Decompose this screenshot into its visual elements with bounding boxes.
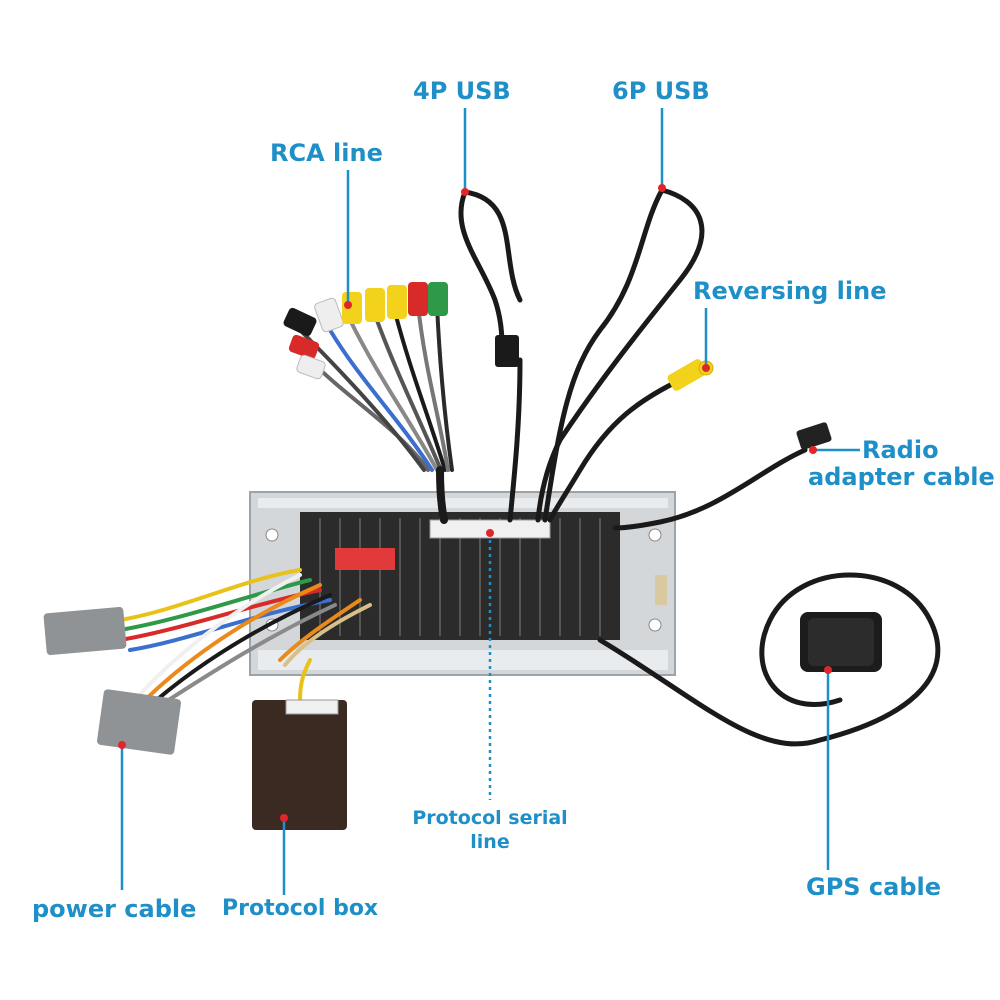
usb-4p-plug [495,335,519,367]
label-4p-usb: 4P USB [413,77,511,105]
rca-bundle [283,282,454,524]
label-reversing-line: Reversing line [693,277,887,305]
label-radio-line1: Radio [862,436,939,464]
leader-lines [120,108,860,895]
head-unit [249,491,676,676]
marker-protocol-box [280,814,288,822]
marker-gps [824,666,832,674]
gps-antenna [800,612,882,672]
label-radio-line2: adapter cable [808,463,995,491]
marker-rca [344,301,352,309]
label-protocol-box: Protocol box [222,896,379,921]
marker-4p-usb [461,188,469,196]
marker-reversing [702,364,710,372]
marker-protocol-serial [486,529,494,537]
label-protocol-serial-line2: line [470,831,510,853]
label-gps-cable: GPS cable [806,873,942,901]
cables [458,187,941,747]
marker-dots [118,184,832,822]
radio-adapter-plug [796,422,832,450]
power-harness [43,568,372,755]
marker-6p-usb [658,184,666,192]
label-power-cable: power cable [32,895,197,923]
label-rca-line: RCA line [270,139,383,167]
marker-power [118,741,126,749]
protocol-box-device [252,699,347,830]
label-protocol-serial-line1: Protocol serial [412,807,568,829]
marker-radio [809,446,817,454]
label-6p-usb: 6P USB [612,77,710,105]
